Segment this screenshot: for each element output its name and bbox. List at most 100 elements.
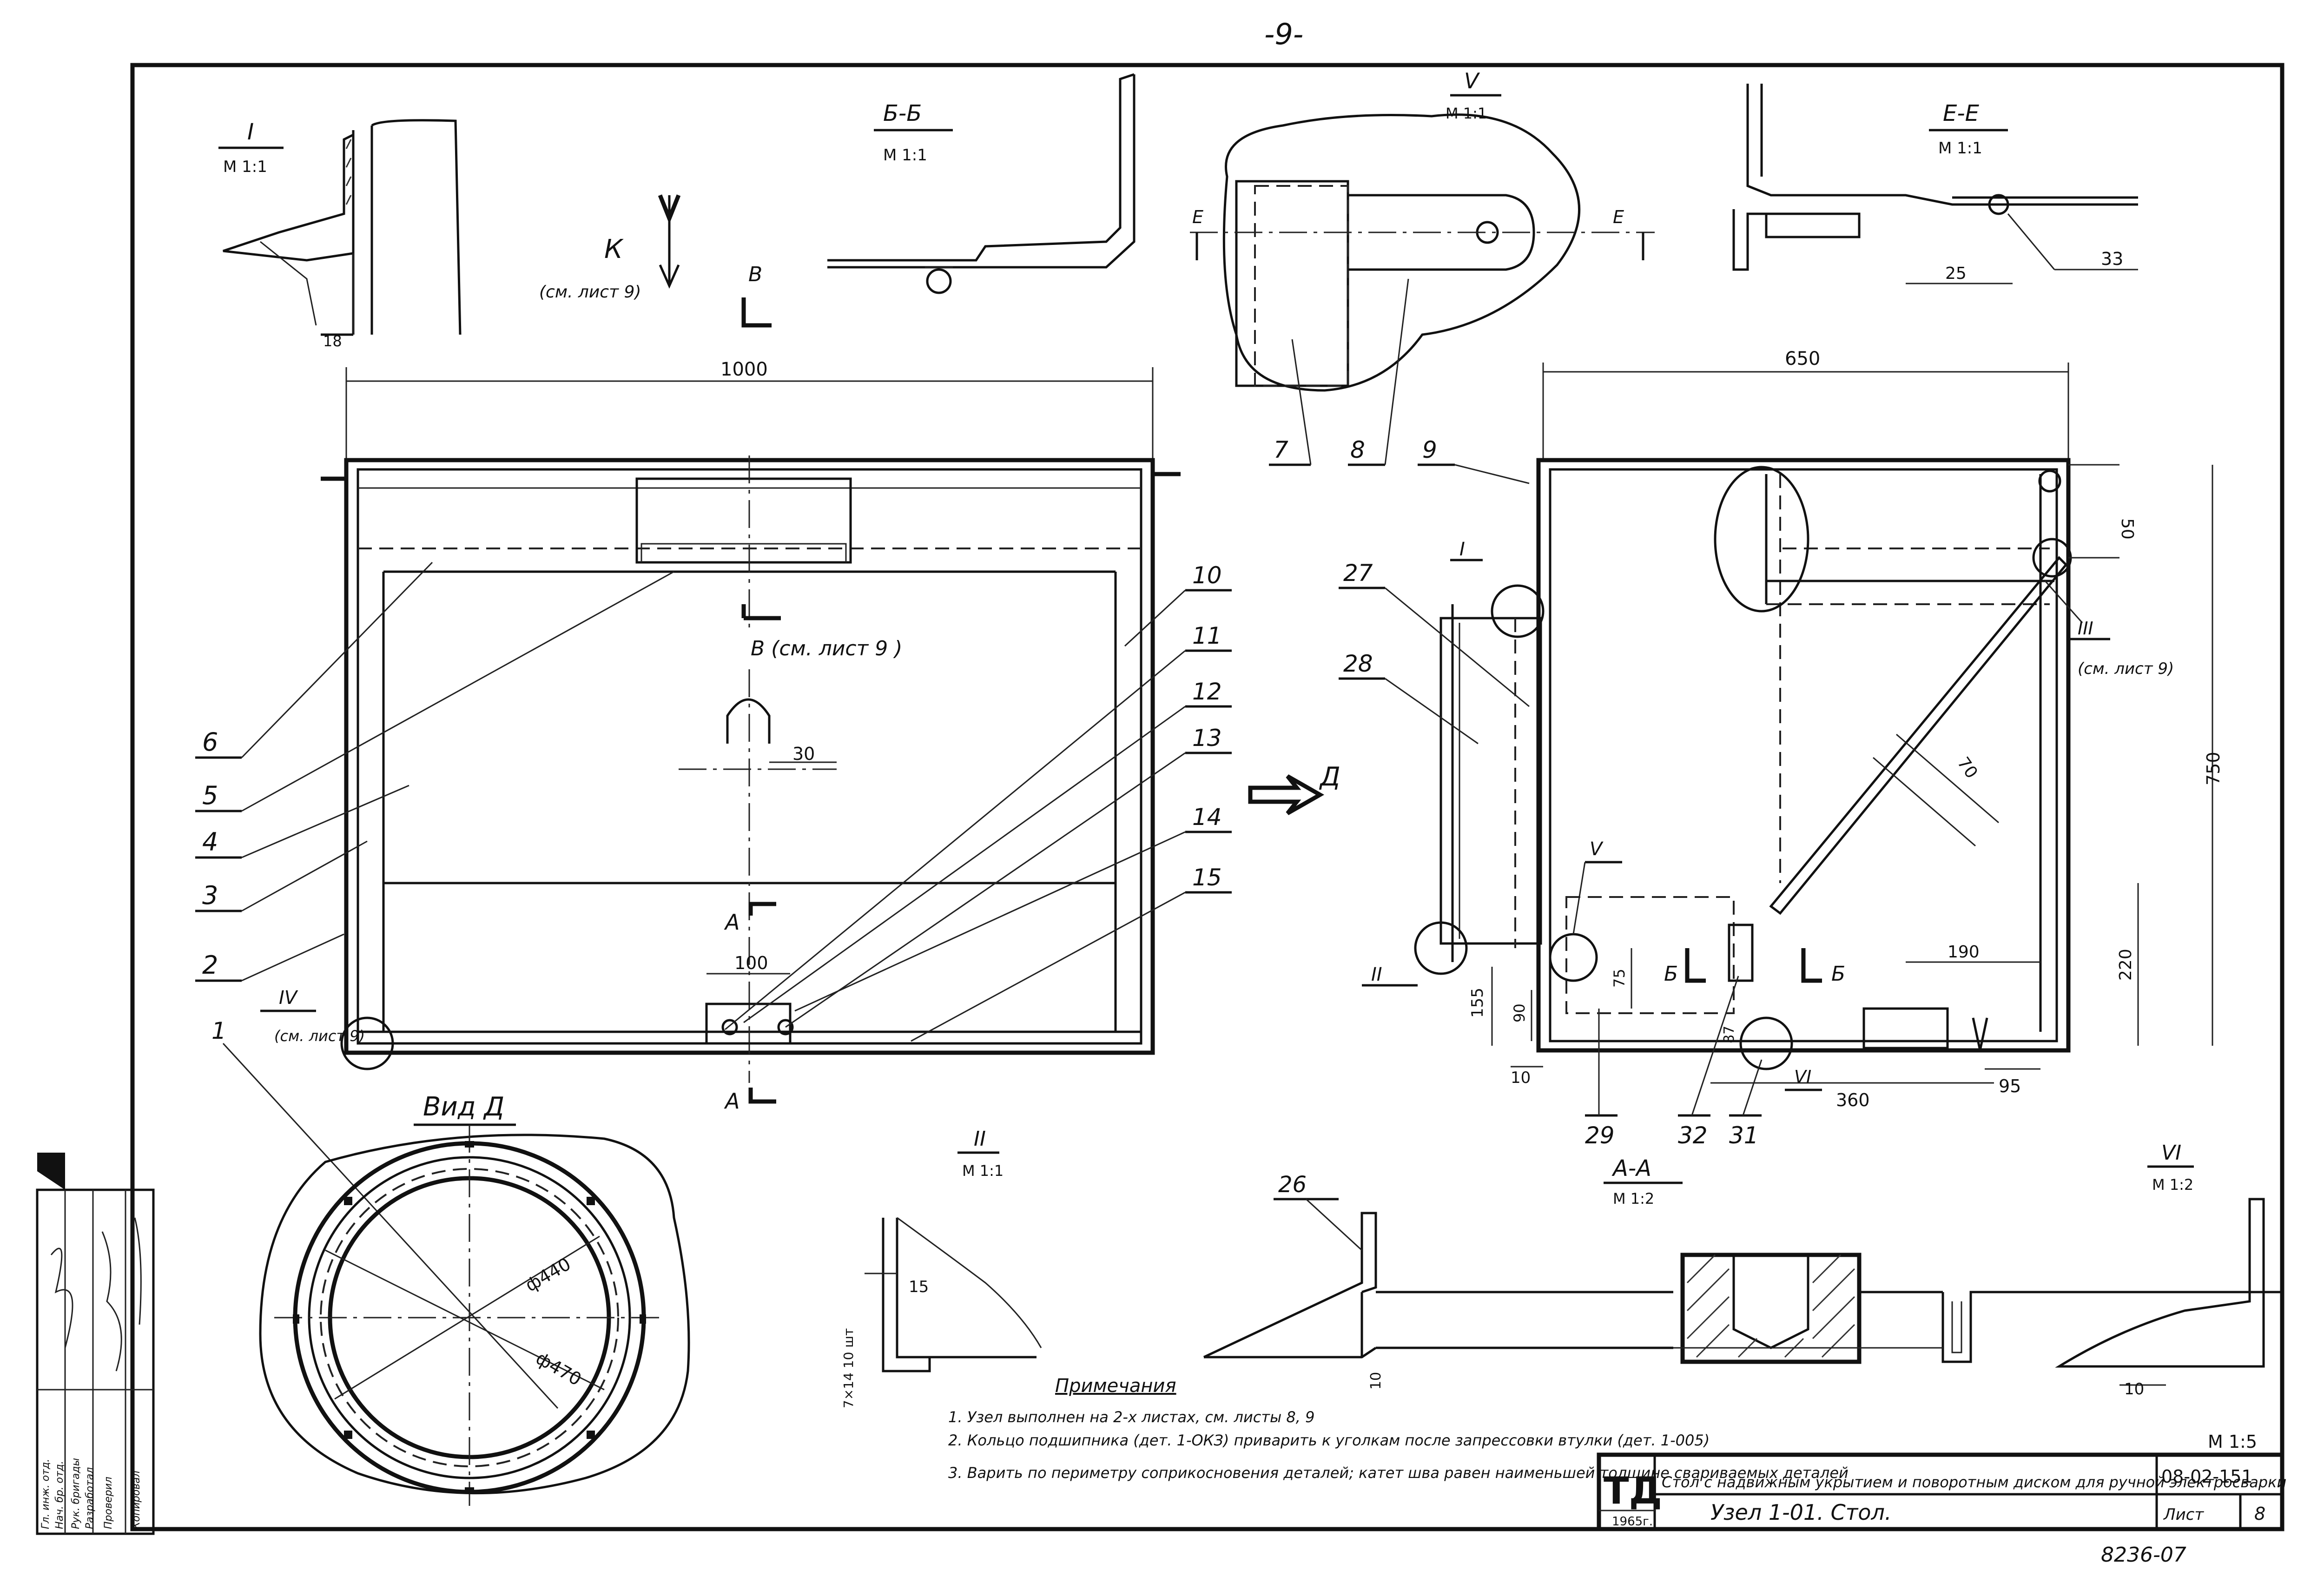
side-dim-50: 50 [2118, 518, 2137, 540]
section-V-mark: В [748, 263, 762, 286]
callout-VI-side: VI [1794, 1067, 1811, 1087]
side-dim-220: 220 [2116, 949, 2135, 981]
view-I-title: I [247, 119, 254, 145]
view-EE-scale: М 1:1 [1938, 139, 1982, 158]
callout-11: 11 [1192, 622, 1222, 649]
view-EE-dim: 25 [1945, 264, 1967, 283]
callouts-top: 7 8 9 [1269, 278, 1530, 484]
view-V-title: V [1464, 68, 1480, 93]
side-dim-10: 10 [1511, 1069, 1531, 1087]
view-D-title: Вид Д [423, 1092, 504, 1122]
callout-9: 9 [1422, 436, 1437, 463]
main-front-view: 1000 В В (см. лист 9 ) 30 А А [260, 263, 1340, 1114]
notes-block: Примечания 1. Узел выполнен на 2-х листа… [948, 1375, 1849, 1482]
view-EE-title: Е-Е [1943, 100, 1980, 126]
view-II-dim-10: 10 [1368, 1372, 1384, 1390]
title-block-sheet-label: Лист [2163, 1505, 2204, 1524]
inventory-number: 8236-07 [2101, 1543, 2186, 1567]
title-block-logo: ТД [1604, 1469, 1662, 1512]
title-block-year: 1965г. [1612, 1515, 1653, 1529]
side-width-dim: 650 [1785, 348, 1820, 369]
side-dim-87: 87 [1721, 1026, 1737, 1043]
view-II-scale: М 1:1 [962, 1162, 1004, 1180]
main-hole-dim: 30 [792, 744, 815, 764]
side-view: 650 50 750 70 220 190 360 [1362, 348, 2224, 1110]
page-number: -9- [1264, 17, 1303, 51]
title-block-description: Стол с надвижным укрытием и поворотным д… [1662, 1473, 2286, 1491]
callout-7: 7 [1274, 436, 1288, 463]
view-K-marker: К (см. лист 9) [539, 194, 681, 302]
callout-13: 13 [1192, 725, 1222, 752]
view-V-detail: V М 1:1 Е Е [1190, 68, 1655, 392]
view-V-mark-left: Е [1192, 207, 1203, 227]
approval-strip: Гл. инж. отд. Нач. бр. отд. Рук. бригады… [36, 1153, 155, 1535]
title-block-code: 08-02-151 [2161, 1466, 2253, 1487]
view-D-dim-470: ф470 [533, 1348, 585, 1390]
sheet-frame [130, 63, 2284, 1531]
view-AA-title: А-А [1611, 1155, 1651, 1181]
callout-3: 3 [202, 881, 218, 910]
view-VI-title: VI [2161, 1141, 2181, 1165]
section-B-mark-1: Б [1664, 962, 1678, 986]
notes-title: Примечания [1055, 1375, 1176, 1397]
view-AA-scale: М 1:2 [1613, 1190, 1654, 1207]
view-EE-callout: 33 [2101, 249, 2123, 269]
main-a-mark-top: А [724, 910, 739, 935]
callout-4: 4 [202, 827, 218, 857]
note-2: 2. Кольцо подшипника (дет. 1-ОКЗ) привар… [948, 1431, 1710, 1449]
callout-28: 28 [1343, 650, 1373, 677]
view-BB-title: Б-Б [883, 100, 922, 126]
side-dim-70: 70 [1954, 754, 1981, 782]
note-1: 1. Узел выполнен на 2-х листах, см. лист… [948, 1408, 1314, 1426]
view-V-scale: М 1:1 [1446, 105, 1487, 122]
callout-I-side: I [1459, 539, 1465, 560]
main-width-dim: 1000 [720, 359, 768, 380]
callout-5: 5 [202, 781, 218, 810]
side-dim-75: 75 [1611, 969, 1628, 988]
callouts-side: 27 28 29 32 31 [1339, 560, 1763, 1149]
callout-II-side: II [1371, 964, 1382, 985]
view-II-dim-15: 15 [909, 1278, 929, 1296]
callout-III-side: III [2078, 618, 2093, 639]
view-K-note: (см. лист 9) [539, 283, 641, 302]
view-V-mark-right: Е [1613, 207, 1624, 227]
callout-2: 2 [202, 950, 218, 980]
title-block-sheet-no: 8 [2254, 1504, 2265, 1524]
side-height-dim: 750 [2203, 752, 2224, 785]
callouts-left: 6 5 4 3 2 1 [195, 561, 674, 1409]
view-I-scale: М 1:1 [223, 158, 267, 176]
callout-6: 6 [202, 727, 218, 757]
side-dim-90: 90 [1511, 1003, 1528, 1022]
callout-12: 12 [1192, 678, 1222, 705]
section-B-mark-2: Б [1831, 962, 1845, 986]
view-D-dim-440: ф440 [522, 1253, 574, 1296]
approval-3: Рук. бригады [70, 1458, 82, 1529]
callout-14: 14 [1192, 804, 1222, 831]
view-VI-detail: VI М 1:2 10 [2055, 1141, 2265, 1398]
callout-III-note: (см. лист 9) [2078, 660, 2174, 678]
callout-10: 10 [1192, 562, 1222, 589]
view-I-detail: I М 1:1 18 [218, 119, 462, 350]
main-a-mark-bottom: А [724, 1088, 739, 1114]
callout-1: 1 [211, 1017, 226, 1044]
view-EE-section: Е-Е М 1:1 25 33 [1732, 84, 2138, 284]
callout-26: 26 [1278, 1172, 1307, 1198]
callout-27: 27 [1343, 560, 1373, 587]
view-II-detail: II М 1:1 15 7×14 10 шт 26 10 [841, 1127, 1673, 1408]
main-tab-dim: 100 [734, 953, 768, 973]
approval-6: Копировал [131, 1471, 142, 1529]
title-block: ТД 1965г. Стол с надвижным укрытием и по… [1597, 1431, 2286, 1531]
approval-2: Нач. бр. отд. [54, 1461, 66, 1529]
view-VI-scale: М 1:2 [2152, 1176, 2193, 1194]
view-II-title: II [974, 1127, 986, 1151]
view-II-weld-dim: 7×14 10 шт [841, 1328, 856, 1408]
callout-V-side: V [1590, 838, 1604, 860]
callout-8: 8 [1350, 436, 1365, 463]
approval-4: Разработал [84, 1467, 96, 1529]
view-I-dim: 18 [323, 332, 342, 350]
callout-32: 32 [1678, 1122, 1708, 1149]
callouts-right: 10 11 12 13 14 15 [725, 562, 1232, 1042]
callout-29: 29 [1585, 1122, 1615, 1149]
side-dim-360: 360 [1836, 1090, 1870, 1110]
